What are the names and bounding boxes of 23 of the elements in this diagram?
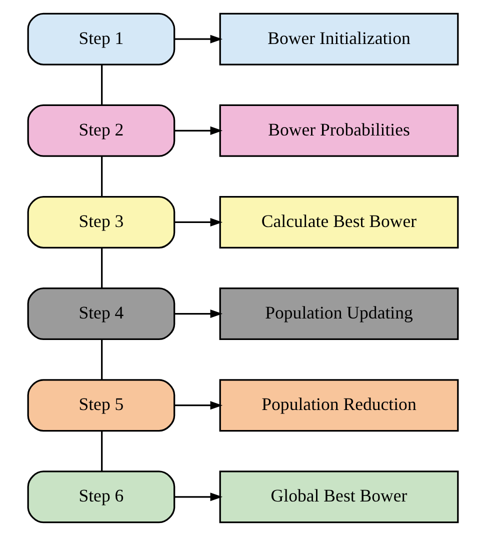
node-box: Population Updating bbox=[218, 288, 458, 340]
connector bbox=[100, 339, 102, 380]
arrow bbox=[174, 218, 222, 226]
arrow bbox=[174, 492, 222, 502]
arrow bbox=[174, 310, 222, 318]
arrow bbox=[174, 34, 222, 44]
connector bbox=[100, 248, 102, 288]
node-box: Bower Initialization bbox=[218, 12, 458, 66]
node-box: Step 4 bbox=[26, 288, 175, 340]
connector bbox=[100, 156, 102, 197]
connector bbox=[100, 64, 102, 105]
connector bbox=[100, 430, 102, 472]
node-box: Population Reduction bbox=[218, 379, 458, 432]
arrow bbox=[174, 126, 222, 135]
node-box: Step 2 bbox=[26, 104, 175, 157]
node-box: Step 1 bbox=[26, 12, 175, 66]
node-box: Global Best Bower bbox=[218, 470, 458, 524]
node-box: Bower Probabilities bbox=[218, 104, 458, 157]
node-box: Step 3 bbox=[26, 196, 175, 248]
node-box: Step 5 bbox=[26, 379, 175, 432]
node-box: Step 6 bbox=[26, 470, 175, 524]
arrow bbox=[174, 401, 222, 410]
node-box: Calculate Best Bower bbox=[218, 196, 458, 248]
